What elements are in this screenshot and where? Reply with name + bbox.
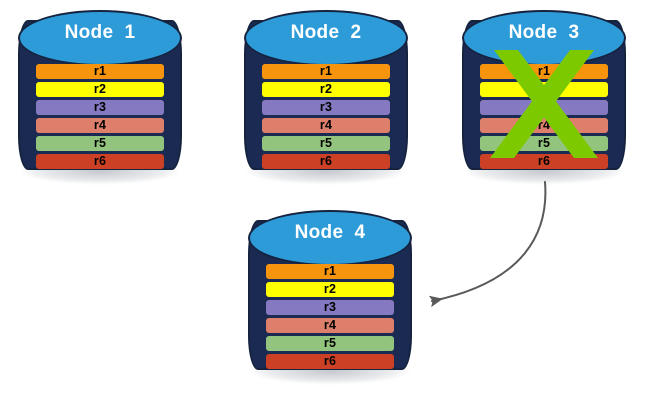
record-bar[interactable]: r3 (262, 100, 390, 115)
record-bar[interactable]: r6 (266, 354, 394, 369)
record-bar[interactable]: r2 (36, 82, 164, 97)
record-list: r1 r2 r3 r4 r5 r6 (480, 64, 608, 169)
node-3[interactable]: Node 3 r1 r2 r3 r4 r5 r6 (458, 6, 630, 186)
record-bar[interactable]: r3 (480, 100, 608, 115)
record-bar[interactable]: r2 (262, 82, 390, 97)
record-list: r1 r2 r3 r4 r5 r6 (36, 64, 164, 169)
record-bar[interactable]: r1 (266, 264, 394, 279)
record-bar[interactable]: r6 (36, 154, 164, 169)
record-bar[interactable]: r3 (266, 300, 394, 315)
record-bar[interactable]: r2 (480, 82, 608, 97)
record-bar[interactable]: r3 (36, 100, 164, 115)
replication-arrow (428, 181, 547, 308)
record-bar[interactable]: r5 (36, 136, 164, 151)
node-1[interactable]: Node 1 r1 r2 r3 r4 r5 r6 (14, 6, 186, 186)
cylinder-top (18, 10, 182, 66)
record-bar[interactable]: r6 (480, 154, 608, 169)
cylinder-top (244, 10, 408, 66)
record-bar[interactable]: r5 (480, 136, 608, 151)
record-bar[interactable]: r5 (262, 136, 390, 151)
record-bar[interactable]: r5 (266, 336, 394, 351)
cylinder-top (248, 210, 412, 266)
record-list: r1 r2 r3 r4 r5 r6 (266, 264, 394, 369)
record-bar[interactable]: r4 (480, 118, 608, 133)
node-2[interactable]: Node 2 r1 r2 r3 r4 r5 r6 (240, 6, 412, 186)
record-list: r1 r2 r3 r4 r5 r6 (262, 64, 390, 169)
record-bar[interactable]: r6 (262, 154, 390, 169)
record-bar[interactable]: r4 (36, 118, 164, 133)
record-bar[interactable]: r4 (266, 318, 394, 333)
record-bar[interactable]: r2 (266, 282, 394, 297)
record-bar[interactable]: r4 (262, 118, 390, 133)
cylinder-top (462, 10, 626, 66)
node-4[interactable]: Node 4 r1 r2 r3 r4 r5 r6 (244, 206, 416, 386)
record-bar[interactable]: r1 (480, 64, 608, 79)
record-bar[interactable]: r1 (36, 64, 164, 79)
record-bar[interactable]: r1 (262, 64, 390, 79)
